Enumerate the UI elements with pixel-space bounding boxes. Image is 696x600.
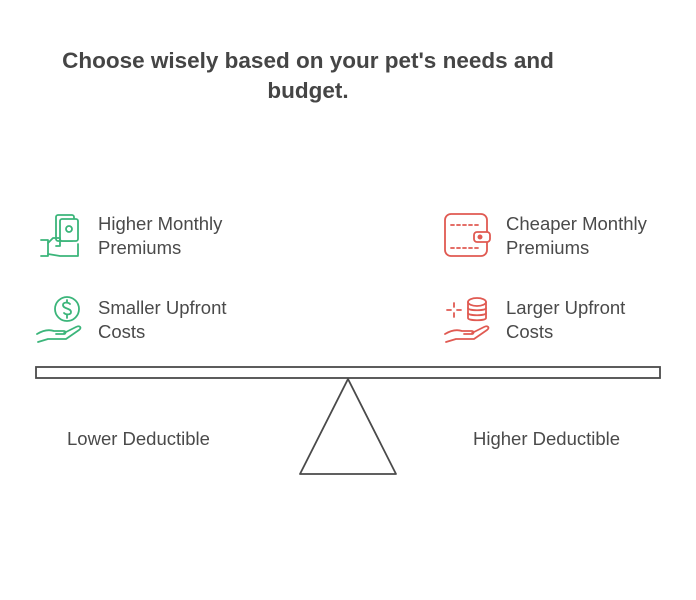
wallet-icon xyxy=(444,213,491,257)
left-item-line2: Costs xyxy=(98,321,146,342)
fulcrum-triangle xyxy=(299,378,397,475)
hand-coin-stack-icon xyxy=(444,297,490,343)
right-item-line1: Larger Upfront xyxy=(506,297,626,318)
left-item-smaller-upfront-costs: Smaller Upfront Costs xyxy=(98,296,227,344)
page-title: Choose wisely based on your pet's needs … xyxy=(62,48,554,103)
right-item-cheaper-monthly-premiums: Cheaper Monthly Premiums xyxy=(506,212,647,260)
right-item-line2: Costs xyxy=(506,321,554,342)
right-item-line1: Cheaper Monthly xyxy=(506,213,647,234)
hand-with-money-icon xyxy=(40,214,79,257)
left-item-line2: Premiums xyxy=(98,237,182,258)
right-item-line2: Premiums xyxy=(506,237,590,258)
hand-dollar-coin-icon xyxy=(36,296,82,343)
left-item-line1: Higher Monthly xyxy=(98,213,223,234)
balance-beam xyxy=(35,366,661,379)
higher-deductible-label: Higher Deductible xyxy=(473,428,621,449)
lower-deductible-label: Lower Deductible xyxy=(67,428,210,449)
left-item-higher-monthly-premiums: Higher Monthly Premiums xyxy=(98,212,222,260)
right-item-larger-upfront-costs: Larger Upfront Costs xyxy=(506,296,625,344)
left-item-line1: Smaller Upfront xyxy=(98,297,227,318)
